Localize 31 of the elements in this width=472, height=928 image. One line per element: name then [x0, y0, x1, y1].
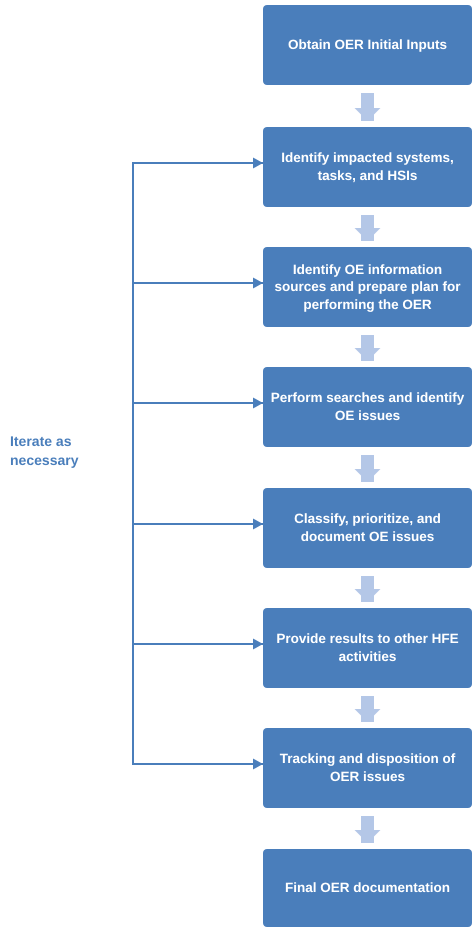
arrow — [133, 398, 263, 408]
step-label: Identify OE information sources and prepare plan for performing the OER — [273, 260, 462, 314]
step-label: Tracking and disposition of OER issues — [278, 750, 456, 786]
process-box — [263, 367, 472, 447]
note-text: Iterate as necessary — [10, 432, 80, 470]
arrow — [133, 158, 263, 168]
arrow — [354, 215, 380, 241]
step-label: Perform searches and identify OE issues — [270, 389, 466, 425]
process-box — [263, 127, 472, 207]
bracket-line — [132, 162, 134, 765]
step-label: Identify impacted systems, tasks, and HSIs — [280, 149, 455, 185]
process-box — [263, 849, 472, 927]
arrow — [354, 93, 380, 121]
arrow — [354, 576, 380, 602]
process-box — [263, 608, 472, 688]
arrow — [133, 638, 263, 650]
step-label: Obtain OER Initial Inputs — [288, 36, 447, 54]
arrow — [354, 816, 380, 843]
process-box — [263, 5, 472, 85]
arrow — [133, 758, 263, 770]
step-label: Classify, prioritize, and document OE issues — [293, 510, 442, 546]
arrow — [354, 335, 380, 361]
step-label: Provide results to other HFE activities — [275, 630, 460, 666]
process-box — [263, 488, 472, 568]
arrow — [133, 278, 263, 288]
arrow — [354, 696, 380, 722]
arrow — [133, 518, 263, 530]
process-box — [263, 247, 472, 327]
process-box — [263, 728, 472, 808]
arrow — [354, 455, 380, 482]
step-label: Final OER documentation — [284, 879, 450, 897]
